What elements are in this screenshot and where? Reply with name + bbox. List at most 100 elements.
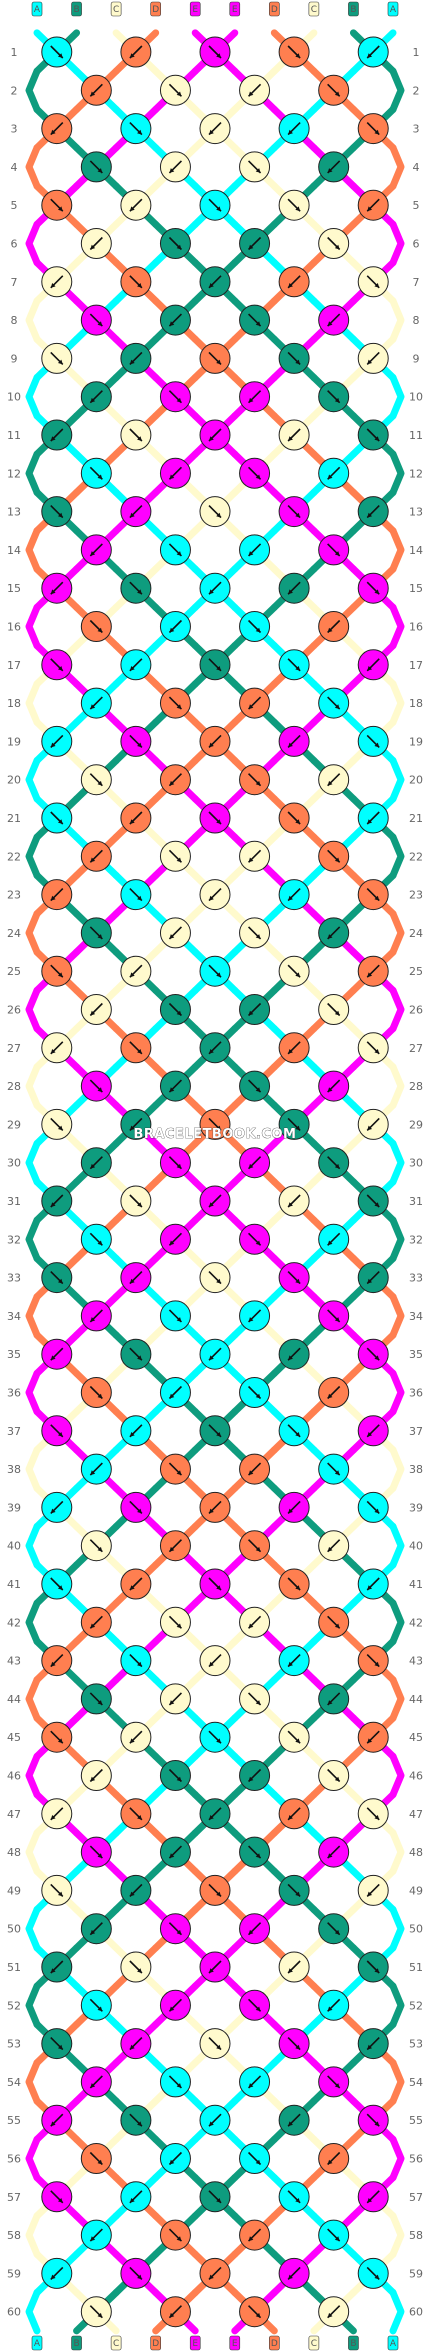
knot: [357, 2028, 389, 2060]
row-number-right: 13: [409, 506, 423, 519]
row-number-left: 4: [11, 161, 18, 174]
row-number-right: 17: [409, 659, 423, 672]
row-number-right: 29: [409, 1118, 423, 1131]
knot: [159, 764, 191, 796]
row-number-left: 15: [7, 582, 21, 595]
knot: [318, 917, 350, 949]
knot: [239, 457, 271, 489]
knot: [239, 1530, 271, 1562]
row-number-right: 38: [409, 1463, 423, 1476]
knot: [120, 1415, 152, 1447]
knot: [159, 840, 191, 872]
row-number-right: 9: [413, 352, 420, 365]
knot: [120, 1568, 152, 1600]
knot: [357, 266, 389, 298]
knot: [80, 1070, 112, 1102]
strand-swatch-top: [229, 1, 241, 17]
row-number-left: 7: [11, 276, 18, 289]
knot: [318, 1453, 350, 1485]
row-number-left: 53: [7, 2038, 21, 2051]
knot: [159, 1377, 191, 1408]
knot: [357, 36, 389, 68]
row-number-left: 11: [7, 429, 21, 442]
knot: [318, 1223, 350, 1255]
strand-swatch-bottom: [71, 2335, 82, 2351]
strand-letter-top: C: [113, 5, 119, 15]
knot: [318, 764, 350, 796]
knot: [41, 1108, 73, 1140]
knot: [80, 1989, 112, 2021]
knot: [278, 1721, 310, 1753]
knot: [80, 1606, 112, 1638]
strand-letter-top: D: [152, 5, 159, 15]
strand-letter-top: A: [390, 5, 397, 15]
knot: [357, 1798, 389, 1830]
knot: [41, 2104, 73, 2136]
knot: [239, 1913, 271, 1945]
row-number-left: 59: [7, 2267, 21, 2280]
row-number-right: 60: [409, 2306, 423, 2319]
knot: [120, 1798, 152, 1830]
knot: [80, 1760, 112, 1791]
row-number-right: 21: [409, 812, 423, 825]
knot: [80, 1223, 112, 1255]
knot: [199, 1415, 231, 1447]
knot: [120, 1645, 152, 1677]
row-number-right: 34: [409, 1310, 423, 1323]
knot: [357, 1491, 389, 1523]
knot: [120, 1951, 152, 1983]
row-number-right: 43: [409, 1655, 423, 1668]
knot: [41, 1645, 73, 1677]
strand-letter-bottom: C: [113, 2339, 119, 2349]
knot: [199, 802, 231, 834]
strand-letter-top: C: [311, 5, 317, 15]
knot: [120, 189, 152, 221]
knot: [239, 1300, 271, 1332]
row-number-right: 3: [413, 123, 420, 136]
knot: [239, 1836, 271, 1868]
knot: [239, 2066, 271, 2098]
knot: [120, 2257, 152, 2289]
knot: [41, 1721, 73, 1753]
row-number-left: 39: [7, 1501, 21, 1514]
row-number-left: 32: [7, 1233, 21, 1246]
knot: [239, 151, 271, 183]
knot: [80, 2296, 112, 2328]
knot: [159, 228, 191, 259]
knot: [80, 611, 112, 642]
knot: [318, 381, 350, 413]
row-number-right: 20: [409, 774, 423, 787]
knot: [278, 36, 310, 68]
knot: [199, 1185, 231, 1217]
knot: [199, 2181, 231, 2213]
knot: [120, 1338, 152, 1370]
knot: [357, 725, 389, 757]
strand-swatch-bottom: [387, 2335, 399, 2351]
strand-letter-bottom: D: [271, 2339, 278, 2349]
row-number-right: 4: [413, 161, 420, 174]
knot: [159, 534, 191, 566]
knot: [278, 1108, 310, 1140]
knot: [278, 1185, 310, 1217]
knot: [159, 1683, 191, 1715]
row-number-right: 59: [409, 2267, 423, 2280]
knot: [120, 955, 152, 987]
knot: [41, 879, 73, 911]
knot: [159, 74, 191, 106]
row-number-right: 56: [409, 2153, 423, 2166]
row-number-right: 57: [409, 2191, 423, 2204]
strand-letter-bottom: A: [34, 2339, 41, 2349]
knot: [199, 1108, 231, 1140]
knot: [120, 496, 152, 528]
row-number-right: 35: [409, 1348, 423, 1361]
row-number-left: 17: [7, 659, 21, 672]
strand-letter-top: B: [73, 5, 79, 15]
knot: [357, 1874, 389, 1906]
strand-letter-bottom: D: [152, 2339, 159, 2349]
row-number-left: 41: [7, 1578, 21, 1591]
knot: [239, 381, 271, 413]
knot: [318, 534, 350, 566]
